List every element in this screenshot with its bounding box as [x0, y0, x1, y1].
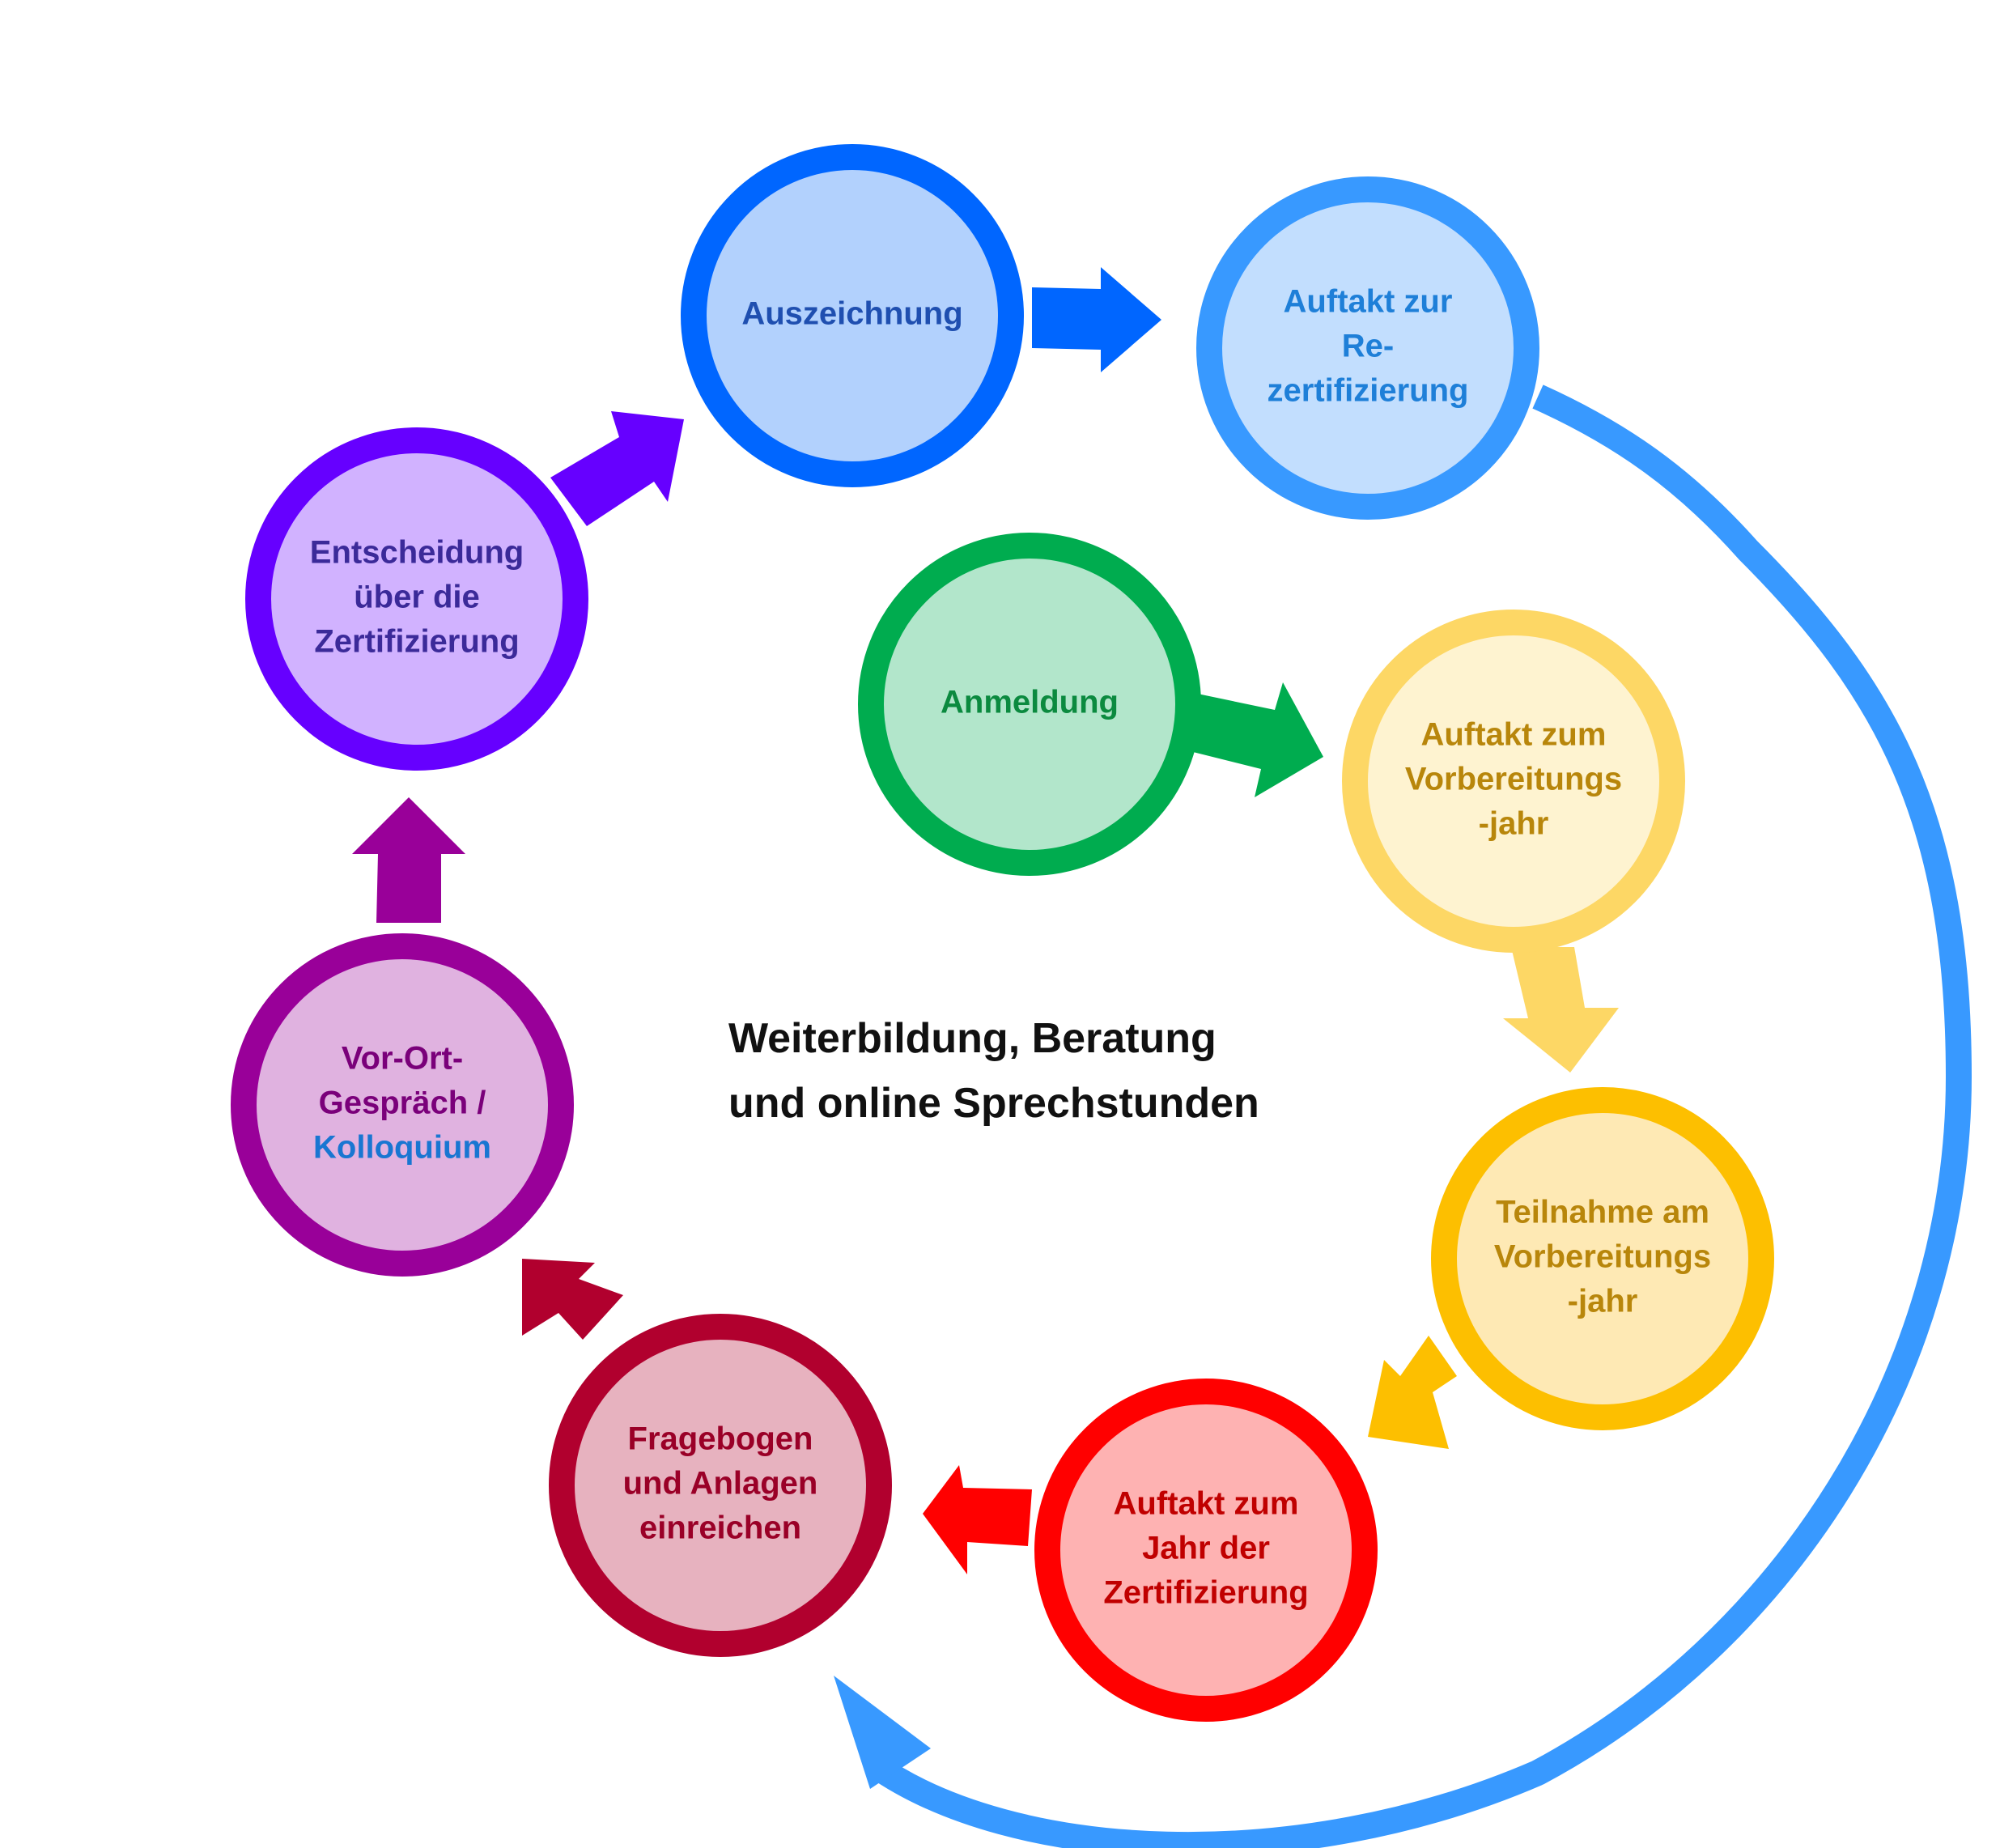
- arrow-vor-ort-to-entscheidung: [352, 797, 465, 923]
- step-circle: [681, 144, 1024, 487]
- step-vor-ort: Vor-Ort- Gespräch / Kolloquium: [231, 933, 574, 1277]
- step-circle: [1196, 176, 1539, 520]
- step-anmeldung: Anmeldung: [858, 533, 1201, 876]
- step-label-line: Auszeichnung: [741, 296, 962, 332]
- step-label-line: Kolloquium: [313, 1130, 491, 1166]
- arrow-teilnahme-to-jahr-zertifizierung: [1368, 1336, 1457, 1449]
- step-teilnahme-vorbereitungsjahr: Teilnahme am Vorbereitungs -jahr: [1431, 1087, 1774, 1430]
- step-circle: [549, 1314, 892, 1657]
- step-label-line: einreichen: [639, 1510, 801, 1546]
- arrow-fragebogen-to-vor-ort: [522, 1259, 623, 1340]
- loop-arrow: [834, 384, 1972, 1848]
- step-label-line: Auftakt zur: [1284, 284, 1453, 320]
- arrow-jahr-zertifizierung-to-fragebogen: [923, 1465, 1032, 1574]
- arrow-entscheidung-to-auszeichnung: [550, 411, 684, 526]
- step-circle: [231, 933, 574, 1277]
- step-label-line: Jahr der: [1142, 1531, 1270, 1566]
- center-text-line-1: Weiterbildung, Beratung: [728, 1015, 1217, 1062]
- arrow-auftakt-vorbereitung-to-teilnahme: [1503, 947, 1619, 1073]
- center-text: Weiterbildung, Beratung und online Sprec…: [728, 1015, 1259, 1127]
- step-label-line: Anmeldung: [941, 685, 1119, 720]
- step-label-line: Gespräch /: [319, 1085, 486, 1121]
- step-label-line: Fragebogen: [628, 1421, 813, 1457]
- arrow-anmeldung-to-auftakt-vorbereitung: [1190, 682, 1323, 797]
- step-label-line: und Anlagen: [623, 1466, 818, 1502]
- arrow-auszeichnung-to-rezertifizierung: [1032, 267, 1161, 372]
- step-label-line: -jahr: [1568, 1284, 1638, 1319]
- step-circle: [1342, 610, 1685, 953]
- step-label-line: Vorbereitungs: [1494, 1239, 1711, 1275]
- step-label-line: Zertifizierung: [1103, 1575, 1308, 1611]
- step-label-line: über die: [354, 580, 480, 615]
- step-fragebogen: Fragebogen und Anlagen einreichen: [549, 1314, 892, 1657]
- step-auszeichnung: Auszeichnung: [681, 144, 1024, 487]
- step-label-line: Entscheidung: [310, 535, 524, 571]
- step-label-line: -jahr: [1479, 806, 1549, 842]
- step-circle: [1431, 1087, 1774, 1430]
- step-label-line: Vorbereitungs: [1405, 762, 1622, 797]
- step-label-line: Zertifizierung: [314, 624, 519, 660]
- step-label-line: Re-: [1342, 329, 1394, 364]
- step-circle: [858, 533, 1201, 876]
- step-label-line: Auftakt zum: [1114, 1486, 1299, 1522]
- loop-arrow-head: [834, 1676, 931, 1789]
- step-circle: [245, 427, 588, 771]
- center-text-line-2: und online Sprechstunden: [728, 1080, 1259, 1127]
- step-label-line: zertifizierung: [1268, 373, 1469, 409]
- connector-arrows: [352, 267, 1619, 1574]
- loop-arrow-shaft: [866, 384, 1972, 1848]
- step-label-line: Auftakt zum: [1421, 717, 1607, 753]
- step-label-line: Vor-Ort-: [342, 1041, 463, 1077]
- step-circle: [1034, 1379, 1378, 1722]
- step-label-line: Teilnahme am: [1496, 1195, 1709, 1230]
